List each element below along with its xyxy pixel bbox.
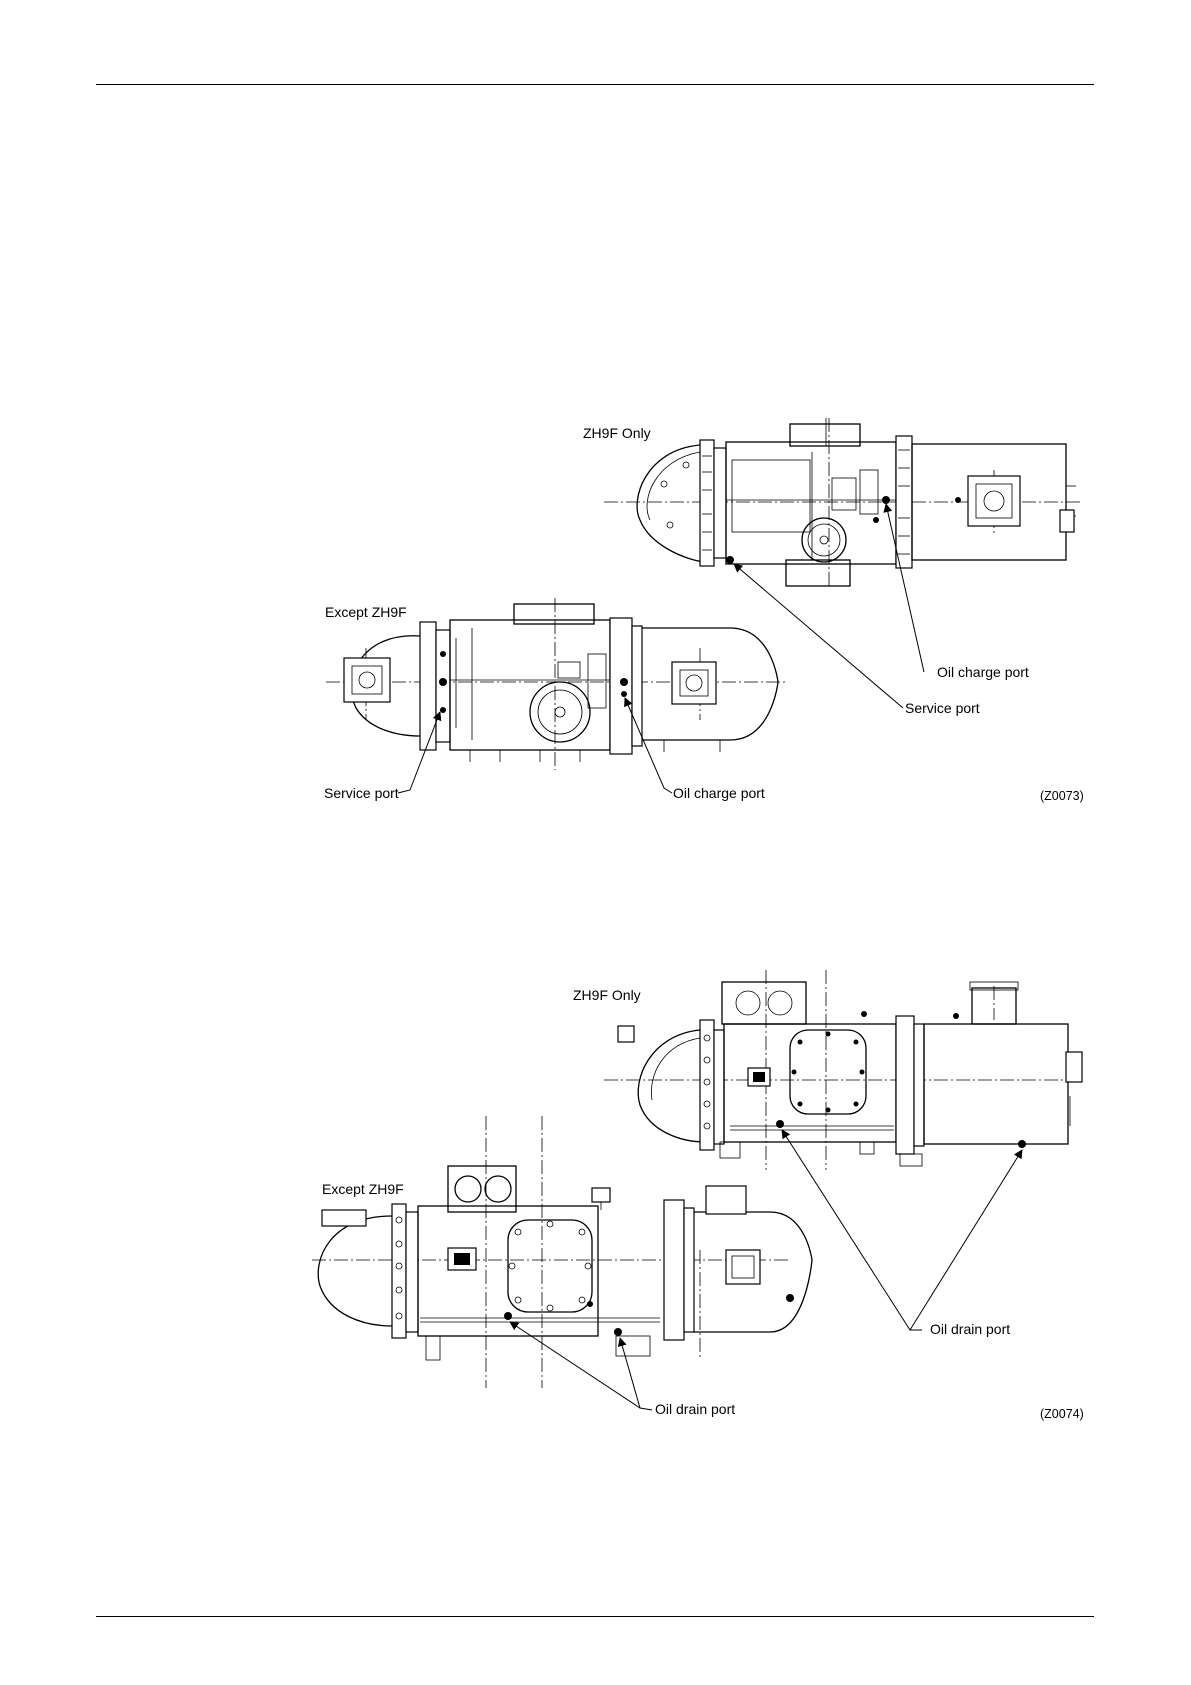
callout-oil-charge-port-bottom: Oil charge port xyxy=(673,785,765,801)
callout-service-port-bottom: Service port xyxy=(324,785,399,801)
label-except-zh9f-1: Except ZH9F xyxy=(325,604,407,620)
leader-oil-drain-bottom-left xyxy=(510,1322,652,1410)
oil-drain-port-marker-top-left xyxy=(776,1120,784,1128)
compressor-except-zh9f-top-view xyxy=(326,598,786,770)
figure-z0073: ZH9F Only Except ZH9F Oil charge port Se… xyxy=(0,0,1191,820)
compressor-zh9f-top-view xyxy=(604,418,1082,588)
label-zh9f-only-2: ZH9F Only xyxy=(573,987,641,1003)
figure-z0073-drawing: ZH9F Only Except ZH9F Oil charge port Se… xyxy=(0,0,1191,820)
figure-code-z0074: (Z0074) xyxy=(1040,1407,1084,1421)
callout-oil-charge-port-top: Oil charge port xyxy=(937,664,1029,680)
oil-drain-port-marker-bottom-left xyxy=(504,1312,512,1320)
compressor-except-zh9f-side-view xyxy=(312,1116,812,1388)
callout-oil-drain-port-bottom: Oil drain port xyxy=(655,1401,735,1417)
leader-oil-drain-top-right xyxy=(910,1150,1022,1330)
figure-z0074: ZH9F Only Except ZH9F Oil drain port Oil… xyxy=(0,820,1191,1460)
oil-charge-port-marker-top xyxy=(882,496,890,504)
service-port-marker-top xyxy=(726,556,734,564)
label-zh9f-only-1: ZH9F Only xyxy=(583,425,651,441)
callout-service-port-top: Service port xyxy=(905,700,980,716)
callout-oil-drain-port-top: Oil drain port xyxy=(930,1321,1010,1337)
leader-oil-drain-bottom-right xyxy=(620,1338,640,1408)
figure-z0074-drawing: ZH9F Only Except ZH9F Oil drain port Oil… xyxy=(0,820,1191,1460)
oil-drain-port-marker-bottom-right xyxy=(614,1328,622,1336)
footer-rule xyxy=(96,1616,1094,1617)
figure-code-z0073: (Z0073) xyxy=(1040,789,1084,803)
oil-drain-port-marker-top-right xyxy=(1018,1140,1026,1148)
label-except-zh9f-2: Except ZH9F xyxy=(322,1181,404,1197)
compressor-zh9f-side-view xyxy=(604,970,1082,1170)
